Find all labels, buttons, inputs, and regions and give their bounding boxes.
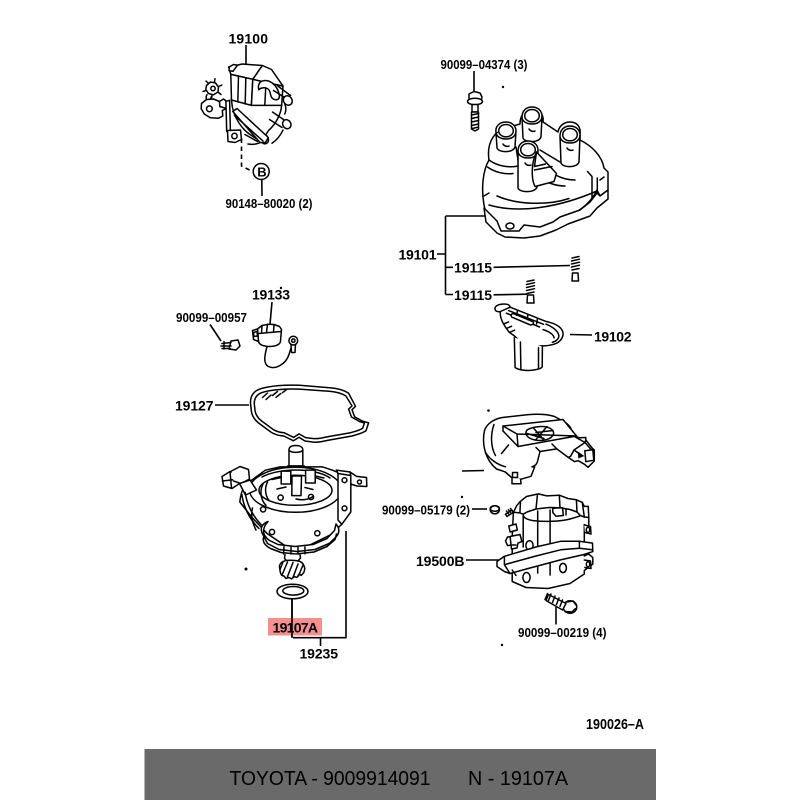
svg-text:19235: 19235 [300,646,339,662]
svg-text:19115: 19115 [454,287,492,303]
svg-text:90099–04374 (3): 90099–04374 (3) [441,58,528,72]
svg-text:90148–80020 (2): 90148–80020 (2) [226,197,313,211]
svg-text:19133: 19133 [252,287,290,303]
svg-text:19100: 19100 [229,31,269,47]
svg-text:19101: 19101 [399,247,437,263]
svg-text:TOYOTA - 9009914091: TOYOTA - 9009914091 [230,768,431,790]
svg-text:19500B: 19500B [416,553,465,569]
svg-text:90099–05179 (2): 90099–05179 (2) [382,504,470,518]
svg-text:19102: 19102 [594,329,632,345]
svg-text:N - 19107A: N - 19107A [468,768,569,790]
svg-text:19107A: 19107A [273,620,319,636]
svg-text:90099–00957: 90099–00957 [176,311,247,325]
svg-text:90099–00219 (4): 90099–00219 (4) [518,626,607,640]
svg-text:190026–A: 190026–A [586,717,644,733]
svg-text:B: B [257,164,266,179]
svg-text:19115: 19115 [454,260,492,276]
svg-text:19127: 19127 [175,398,214,414]
